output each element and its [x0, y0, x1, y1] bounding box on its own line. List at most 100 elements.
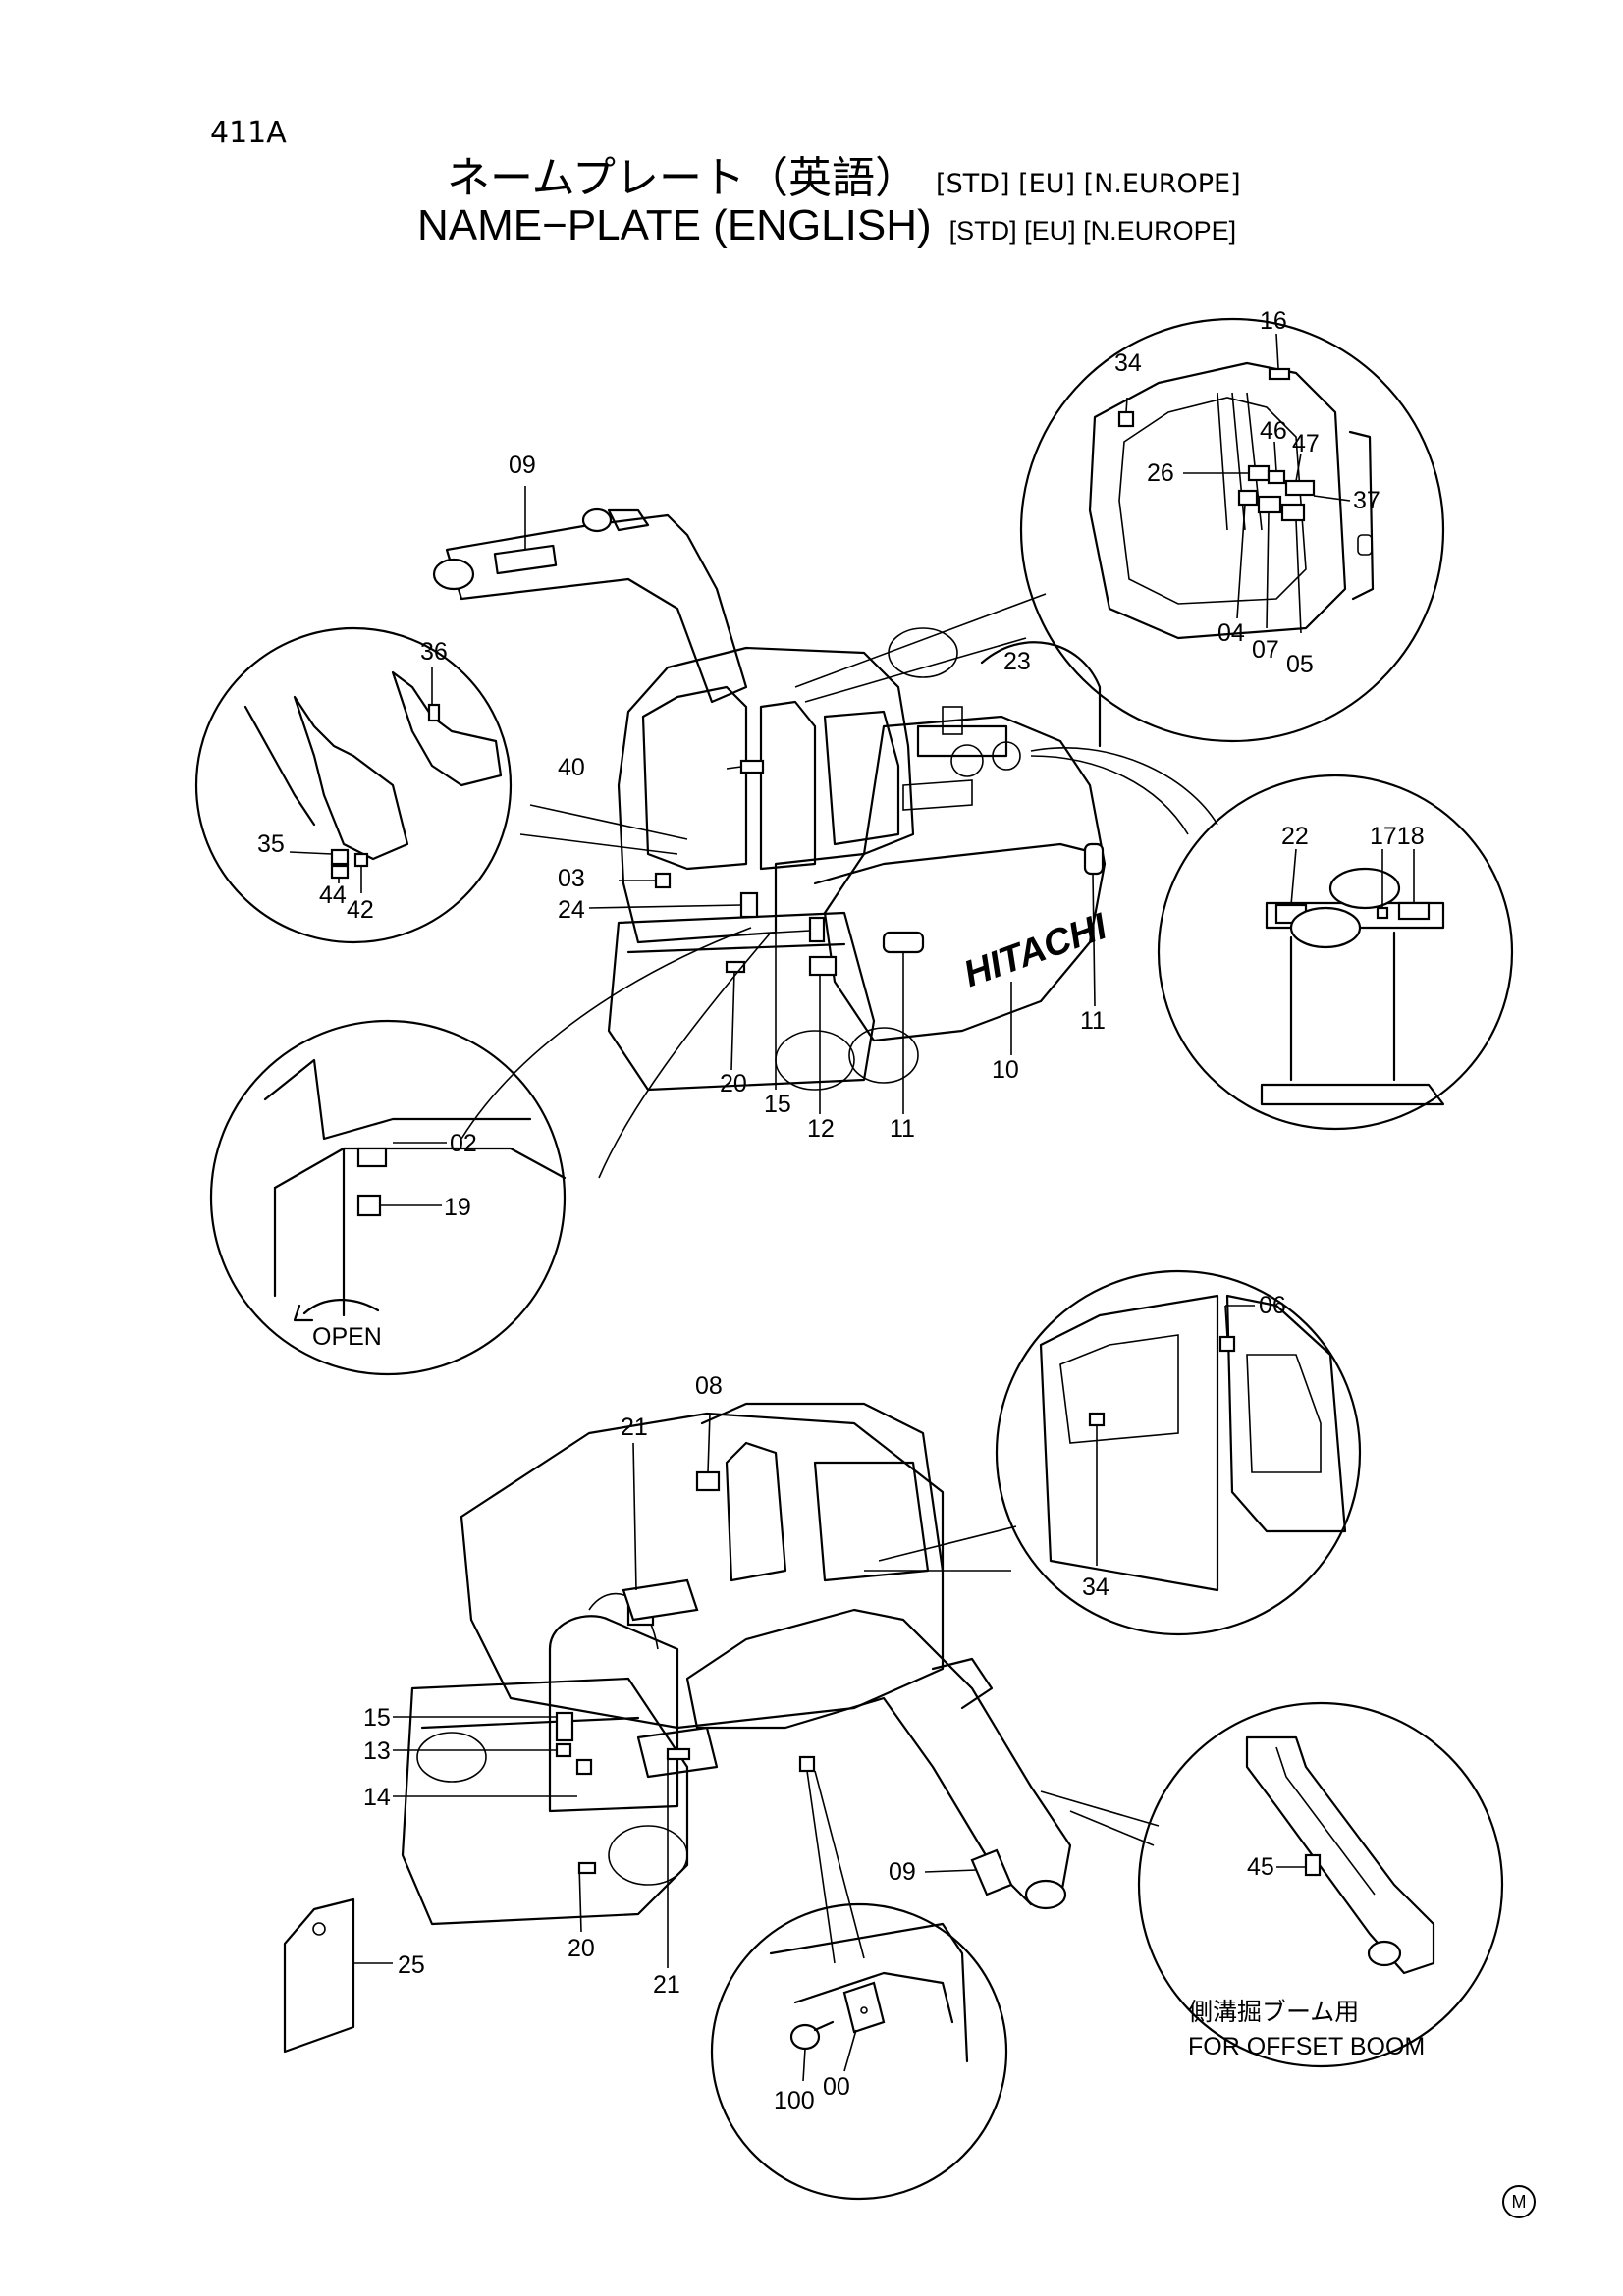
callout-20: 20 — [720, 1070, 747, 1097]
callout-1718: 1718 — [1370, 823, 1425, 850]
callout-45: 45 — [1247, 1853, 1274, 1881]
plate-03 — [654, 872, 672, 889]
plate-20b — [577, 1861, 597, 1875]
plate-24 — [739, 891, 759, 919]
plate-11a — [882, 931, 925, 954]
callout-34: 34 — [1114, 349, 1142, 377]
callout-46: 46 — [1260, 417, 1287, 445]
callout-15b: 15 — [363, 1704, 391, 1732]
plate-15b — [555, 1711, 574, 1742]
callout-21a: 21 — [621, 1414, 648, 1441]
caption-open: OPEN — [312, 1323, 382, 1351]
plate-13 — [555, 1742, 572, 1758]
plate-12 — [808, 955, 838, 977]
callout-21b: 21 — [653, 1971, 680, 1999]
caption-offset-en: FOR OFFSET BOOM — [1188, 2033, 1425, 2060]
plate-16 — [1268, 367, 1291, 381]
callout-08: 08 — [695, 1372, 723, 1400]
excavator-bottom-view — [393, 1402, 1160, 1968]
detail-offset-boom: 側溝掘ブーム用 FOR OFFSET BOOM — [1137, 1701, 1504, 2068]
plate-34b — [1088, 1412, 1106, 1427]
title-tags-en: [STD] [EU] [N.EUROPE] — [948, 216, 1237, 245]
callout-35: 35 — [257, 830, 285, 858]
callout-47: 47 — [1292, 430, 1320, 457]
callout-16: 16 — [1260, 307, 1287, 335]
plate-08 — [695, 1470, 721, 1492]
callout-42: 42 — [347, 896, 374, 924]
callout-23: 23 — [1003, 648, 1031, 675]
plate-02 — [356, 1147, 388, 1168]
callout-25: 25 — [398, 1951, 425, 1979]
callout-20b: 20 — [568, 1935, 595, 1962]
detail-bolt-plate — [710, 1902, 1008, 2201]
callouts-bottom: 08 21 06 34 15 13 14 20 21 09 25 45 100 … — [363, 1292, 1286, 2114]
excavator-top-view: HITACHI — [432, 486, 1218, 1179]
plate-06 — [1218, 1335, 1236, 1353]
detail-side-panel: OPEN — [209, 1019, 567, 1376]
plate-34 — [1117, 410, 1135, 428]
plate-36 — [427, 703, 441, 722]
title-english: NAME−PLATE (ENGLISH) [STD] [EU] [N.EUROPE… — [417, 201, 1236, 250]
plate-box — [798, 1755, 816, 1773]
callout-09: 09 — [509, 452, 536, 479]
callout-40: 40 — [558, 754, 585, 781]
callout-02: 02 — [450, 1130, 477, 1157]
callout-36: 36 — [420, 638, 448, 666]
boom-plate — [493, 544, 558, 575]
detail-cab-interior — [995, 1269, 1362, 1636]
callout-19: 19 — [444, 1194, 471, 1221]
title-tags-jp: [STD] [EU] [N.EUROPE] — [936, 169, 1241, 199]
callout-03: 03 — [558, 865, 585, 892]
plate-20 — [725, 960, 746, 974]
callout-07: 07 — [1252, 636, 1279, 664]
callout-00: 00 — [823, 2073, 850, 2101]
plate-26 — [1247, 464, 1271, 482]
callout-09b: 09 — [889, 1858, 916, 1886]
title-english-text: NAME−PLATE (ENGLISH) — [417, 201, 932, 249]
plate-15 — [808, 916, 826, 943]
callout-37: 37 — [1353, 487, 1380, 514]
plate-05 — [1280, 503, 1306, 522]
footer-mark: M — [1502, 2185, 1536, 2218]
callout-11a: 11 — [890, 1115, 915, 1143]
callout-14: 14 — [363, 1784, 391, 1811]
plate-42 — [353, 852, 369, 868]
callouts-top: 09 36 40 35 44 42 03 24 20 15 12 11 10 1… — [257, 307, 1425, 1221]
plate-40 — [739, 759, 765, 774]
plate-45 — [1304, 1853, 1322, 1877]
plate-19 — [356, 1194, 382, 1217]
plate-44 — [330, 864, 350, 880]
title-japanese: ネームプレート（英語） [STD] [EU] [N.EUROPE] — [447, 142, 1241, 205]
caption-offset-jp: 側溝掘ブーム用 — [1188, 1998, 1359, 2026]
page-code: 411A — [210, 116, 287, 150]
plate-35 — [330, 848, 350, 866]
plate-17 — [1376, 906, 1389, 920]
plate-46 — [1267, 469, 1286, 485]
callout-26: 26 — [1147, 459, 1174, 487]
plate-14 — [575, 1758, 593, 1776]
plate-11b — [1083, 842, 1105, 876]
callout-10: 10 — [992, 1056, 1019, 1084]
callout-22: 22 — [1281, 823, 1309, 850]
callout-11b: 11 — [1080, 1007, 1106, 1035]
detail-control-levers — [194, 626, 513, 944]
plate-47 — [1284, 479, 1316, 497]
plate-04 — [1237, 489, 1259, 507]
callout-34b: 34 — [1082, 1574, 1109, 1601]
plate-21b — [666, 1747, 691, 1761]
callout-13: 13 — [363, 1737, 391, 1765]
callout-05: 05 — [1286, 651, 1314, 678]
callout-12: 12 — [807, 1115, 835, 1143]
plate-07 — [1257, 495, 1282, 514]
plate-18 — [1397, 901, 1431, 921]
callout-06: 06 — [1259, 1292, 1286, 1319]
title-japanese-text: ネームプレート（英語） — [447, 153, 919, 203]
tag-25 — [283, 1897, 393, 2054]
rivet-100 — [789, 2023, 821, 2051]
plate-21a — [622, 1578, 699, 1622]
detail-cab-rear — [1019, 317, 1445, 743]
hitachi-brand-text: HITACHI — [958, 905, 1113, 995]
callout-24: 24 — [558, 896, 585, 924]
detail-filter — [1157, 774, 1514, 1131]
